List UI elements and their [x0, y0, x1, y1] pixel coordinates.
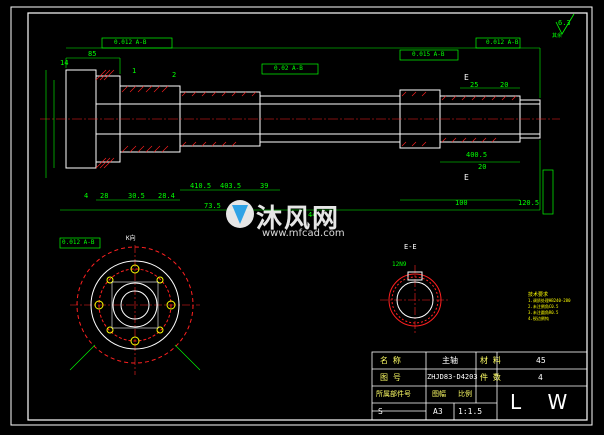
tb-material-label: 材 料 — [480, 356, 501, 365]
dim-100: 100 — [455, 199, 468, 207]
notes-line-4: 4.锐边倒钝 — [528, 316, 549, 321]
watermark: 沐风网 — [256, 198, 340, 235]
k-view-drawing — [69, 245, 201, 375]
dim-25: 25 — [470, 81, 479, 89]
key-width-dim: 12N9 — [392, 261, 407, 268]
dim-39: 39 — [260, 182, 269, 190]
tol-frame-top-left: 0.012 A-B — [114, 39, 147, 46]
roughness-value: 6.3 — [558, 19, 571, 27]
watermark-url: www.mfcad.com — [262, 228, 345, 239]
dim-28-4: 28.4 — [158, 192, 175, 200]
dim-1: 1 — [132, 67, 137, 75]
section-ee-title: E-E — [404, 243, 417, 251]
tb-material-value: 45 — [536, 356, 546, 365]
tb-name-value: 主轴 — [442, 356, 458, 365]
dim-4: 4 — [84, 192, 89, 200]
tb-qty-label: 件 数 — [480, 373, 501, 382]
section-ee-drawing — [380, 265, 450, 335]
hatching — [95, 69, 517, 169]
tb-scale-label: 比例 — [458, 390, 472, 398]
dim-20: 20 — [500, 81, 509, 89]
tb-code-value: ZHJD83-D4203 — [427, 373, 478, 381]
dim-120-5: 120.5 — [518, 199, 540, 207]
notes-line-1: 1.调质处理HB240-280 — [528, 298, 571, 303]
dim-400-5: 400.5 — [466, 151, 488, 159]
notes-line-3: 3.未注圆角R0.5 — [528, 310, 559, 315]
tb-size-label: 图幅 — [432, 390, 446, 398]
tb-designer: L W — [510, 390, 578, 414]
tol-frame-left-lower: 0.012 A-B — [62, 239, 95, 246]
technical-notes: 技术要求 1.调质处理HB240-280 2.未注倒角C0.5 3.未注圆角R0… — [528, 292, 571, 322]
tolerance-frames — [59, 37, 554, 249]
notes-line-2: 2.未注倒角C0.5 — [528, 304, 559, 309]
tb-name-label: 名 称 — [380, 356, 401, 365]
outer-border — [10, 6, 593, 426]
tol-frame-top-right: 0.015 A-B — [412, 51, 445, 58]
dim-2: 2 — [172, 71, 177, 79]
section-mark-e-top: E — [464, 73, 469, 82]
watermark-logo-icon — [226, 200, 254, 228]
roughness-symbol — [555, 13, 575, 35]
dim-85: 85 — [88, 50, 97, 58]
watermark-brand: 沐风网 — [256, 204, 341, 234]
tol-frame-far-right: 0.012 A-B — [486, 39, 519, 46]
tb-pieces-label: 所属部件号 — [376, 390, 411, 398]
dim-44: 44 — [308, 211, 317, 219]
tol-frame-mid: 0.02 A-B — [274, 65, 303, 72]
dim-73-5: 73.5 — [204, 202, 221, 210]
dim-28: 28 — [100, 192, 109, 200]
dim-20b: 20 — [478, 163, 487, 171]
dim-403-5: 403.5 — [220, 182, 242, 190]
tb-size-value: A3 — [433, 407, 443, 416]
dim-30-5: 30.5 — [128, 192, 145, 200]
tb-code-label: 图 号 — [380, 373, 401, 382]
dim-14: 14 — [60, 59, 69, 67]
tb-s-value: S — [378, 407, 383, 416]
section-mark-e-bottom: E — [464, 173, 469, 182]
dim-410-5: 410.5 — [190, 182, 212, 190]
k-view-title: K向 — [126, 235, 136, 242]
tb-scale-value: 1:1.5 — [458, 407, 483, 416]
title-block-grid — [371, 351, 588, 421]
notes-title: 技术要求 — [528, 292, 549, 298]
inner-border — [27, 12, 588, 421]
tb-qty-value: 4 — [538, 373, 543, 382]
roughness-note: 其余 — [552, 33, 563, 39]
